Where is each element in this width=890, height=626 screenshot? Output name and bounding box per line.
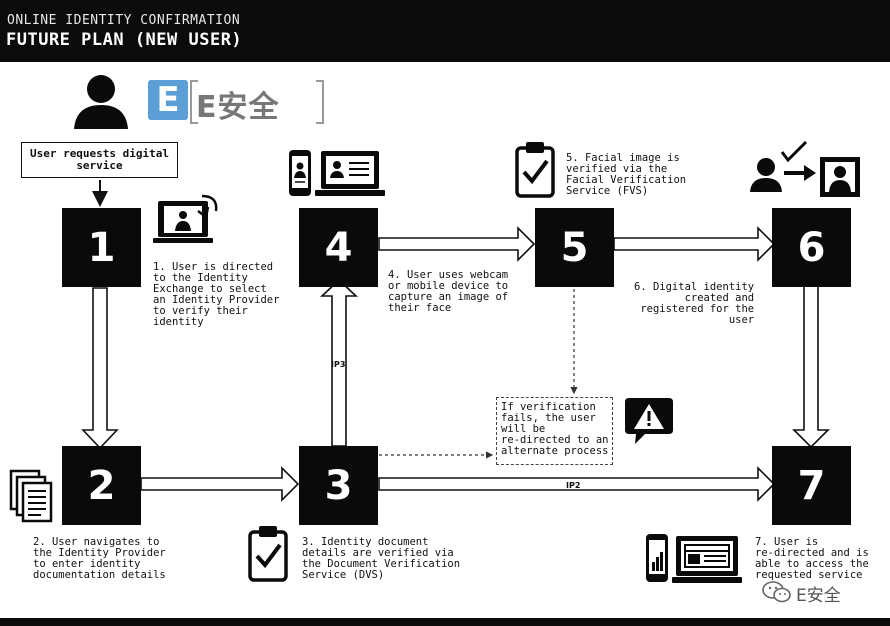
step-3-text: 3. Identity document details are verifie… [302,536,461,581]
step-5-text: 5. Facial image is verified via the Faci… [566,152,687,197]
bottom-bar [0,618,890,626]
failure-note: If verification fails, the user will be … [496,397,613,465]
user-verified-icon [750,140,860,197]
step-2-box: 2 [62,446,141,525]
step-6-box: 6 [772,208,851,287]
step-4-box: 4 [299,208,378,287]
step-5-box: 5 [535,208,614,287]
step-2-text: 2. User navigates to the Identity Provid… [33,536,166,581]
step-7-text: 7. User is re-directed and is able to ac… [755,536,869,581]
clipboard-check-icon [515,142,555,198]
laptop-user-icon [153,194,218,243]
step-3-box: 3 [299,446,378,525]
arrow-2-to-3 [140,466,300,502]
logo-bracket-right [316,80,324,124]
step-7-box: 7 [772,446,851,525]
header: ONLINE IDENTITY CONFIRMATION FUTURE PLAN… [0,0,890,62]
arrow-6-to-7 [792,279,830,449]
logo-badge: E [148,80,188,120]
laptop-id-icon [646,534,742,583]
step-1-box: 1 [62,208,141,287]
step-4-text: 4. User uses webcam or mobile device to … [388,269,509,314]
arrow-5-to-6 [613,226,776,262]
header-subtitle: ONLINE IDENTITY CONFIRMATION [7,13,241,28]
user-icon [74,75,128,129]
arrow-3-to-7 [378,466,776,502]
watermark-text: E安全 [796,586,841,606]
edge-label-ip2: IP2 [566,481,581,490]
logo-bracket-left [190,80,198,124]
watermark: E安全 [762,577,872,607]
step-6-text: 6. Digital identity created and register… [634,281,755,326]
header-title: FUTURE PLAN (NEW USER) [6,30,243,50]
wechat-icon [762,581,791,603]
step-1-text: 1. User is directed to the Identity Exch… [153,261,280,328]
arrow-1-to-2 [81,287,119,450]
arrow-3-to-4 [319,278,359,447]
documents-icon [9,469,53,523]
start-request-box: User requests digital service [21,142,178,178]
logo-wordmark: E安全 [196,90,280,125]
clipboard-check-icon [248,526,288,582]
edge-label-ip3: IP3 [331,360,346,369]
phone-icon [289,150,385,196]
brand-logo: E E安全 [146,80,326,126]
warning-icon [625,398,673,444]
arrow-4-to-5 [378,226,536,262]
